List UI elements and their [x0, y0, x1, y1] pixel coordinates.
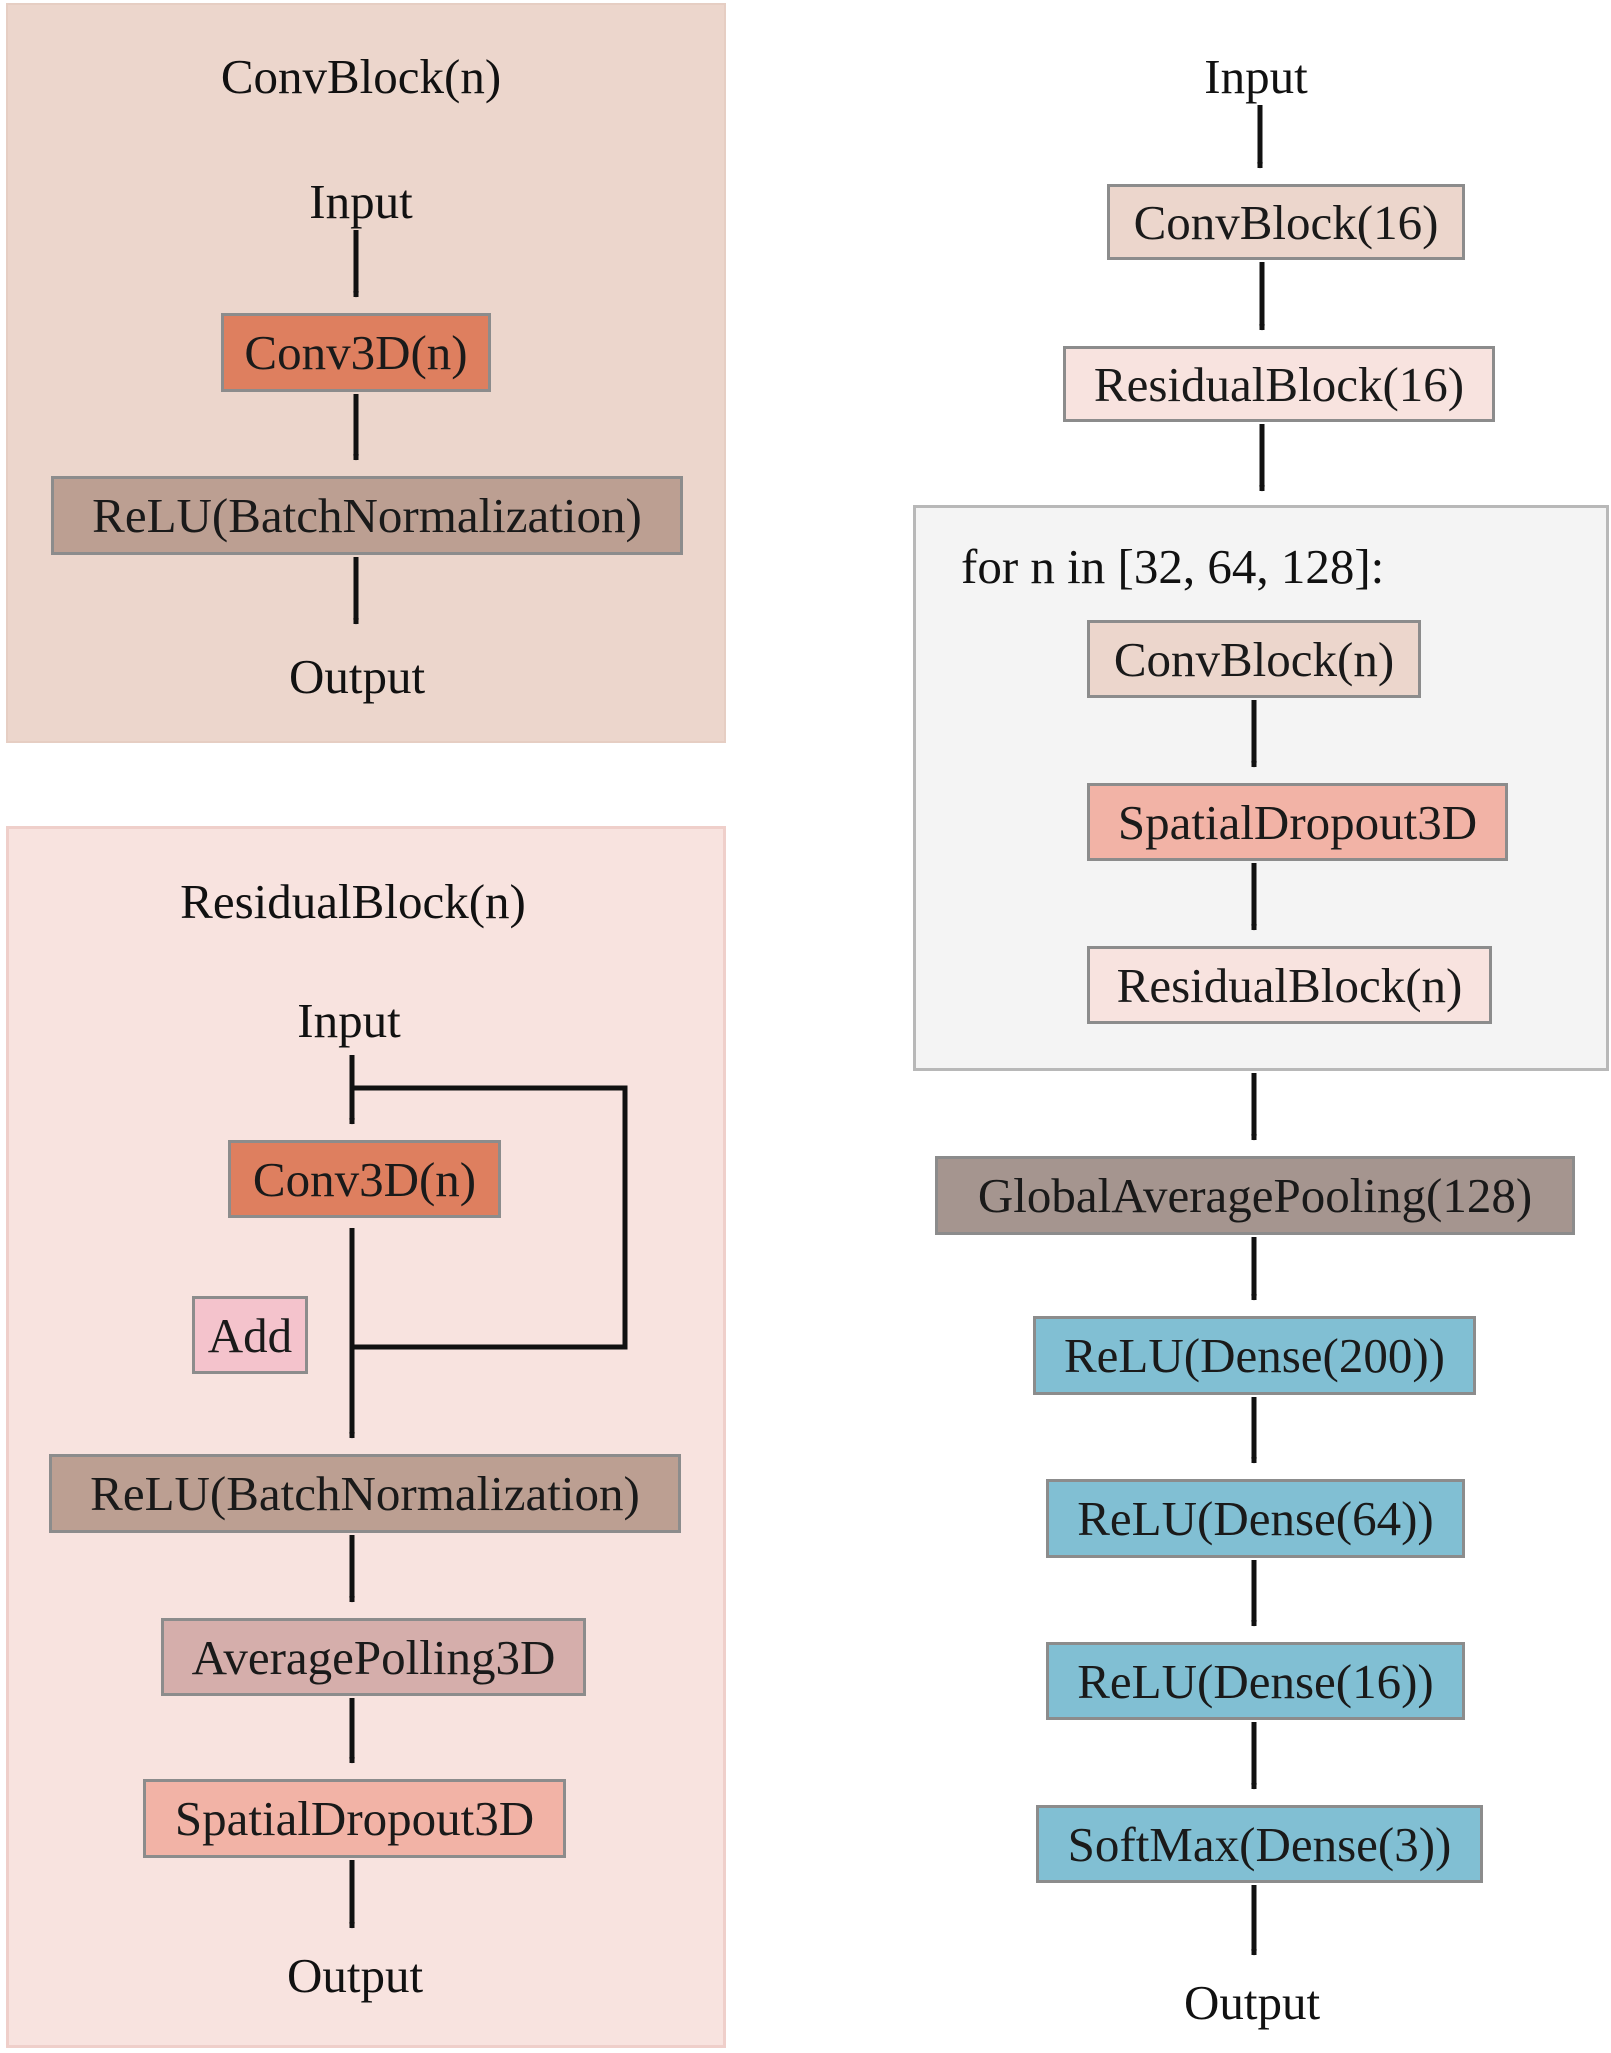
- residualblock-output-label: Output: [286, 1948, 424, 2003]
- main-input-label: Input: [1204, 49, 1308, 104]
- main-dense64-node: ReLU(Dense(64)): [1046, 1479, 1465, 1558]
- residualblock-avgpool-node: AveragePolling3D: [161, 1618, 586, 1696]
- main-softmax-node: SoftMax(Dense(3)): [1036, 1805, 1483, 1883]
- main-dense16-node: ReLU(Dense(16)): [1046, 1642, 1465, 1720]
- loop-dropout-node: SpatialDropout3D: [1087, 783, 1508, 861]
- loop-header: for n in [32, 64, 128]:: [961, 539, 1385, 594]
- convblock-output-label: Output: [288, 649, 426, 704]
- main-global-pooling-node: GlobalAveragePooling(128): [935, 1156, 1575, 1235]
- loop-convblock-node: ConvBlock(n): [1087, 620, 1421, 698]
- main-residualblock16-node: ResidualBlock(16): [1063, 346, 1495, 422]
- residualblock-input-label: Input: [297, 993, 401, 1048]
- main-output-label: Output: [1183, 1975, 1321, 2030]
- residual-skip-connection: [352, 1085, 628, 1350]
- main-dense200-node: ReLU(Dense(200)): [1033, 1316, 1476, 1395]
- residualblock-dropout-node: SpatialDropout3D: [143, 1779, 566, 1858]
- convblock-title: ConvBlock(n): [220, 49, 502, 104]
- convblock-relu-bn-node: ReLU(BatchNormalization): [51, 476, 683, 555]
- loop-residualblock-node: ResidualBlock(n): [1087, 946, 1492, 1024]
- residualblock-relu-bn-node: ReLU(BatchNormalization): [49, 1454, 681, 1533]
- convblock-conv3d-node: Conv3D(n): [221, 313, 491, 392]
- residualblock-title: ResidualBlock(n): [180, 874, 526, 929]
- convblock-input-label: Input: [309, 174, 413, 229]
- main-convblock16-node: ConvBlock(16): [1107, 184, 1465, 260]
- residualblock-conv3d-node: Conv3D(n): [228, 1140, 501, 1218]
- residualblock-add-node: Add: [192, 1296, 308, 1374]
